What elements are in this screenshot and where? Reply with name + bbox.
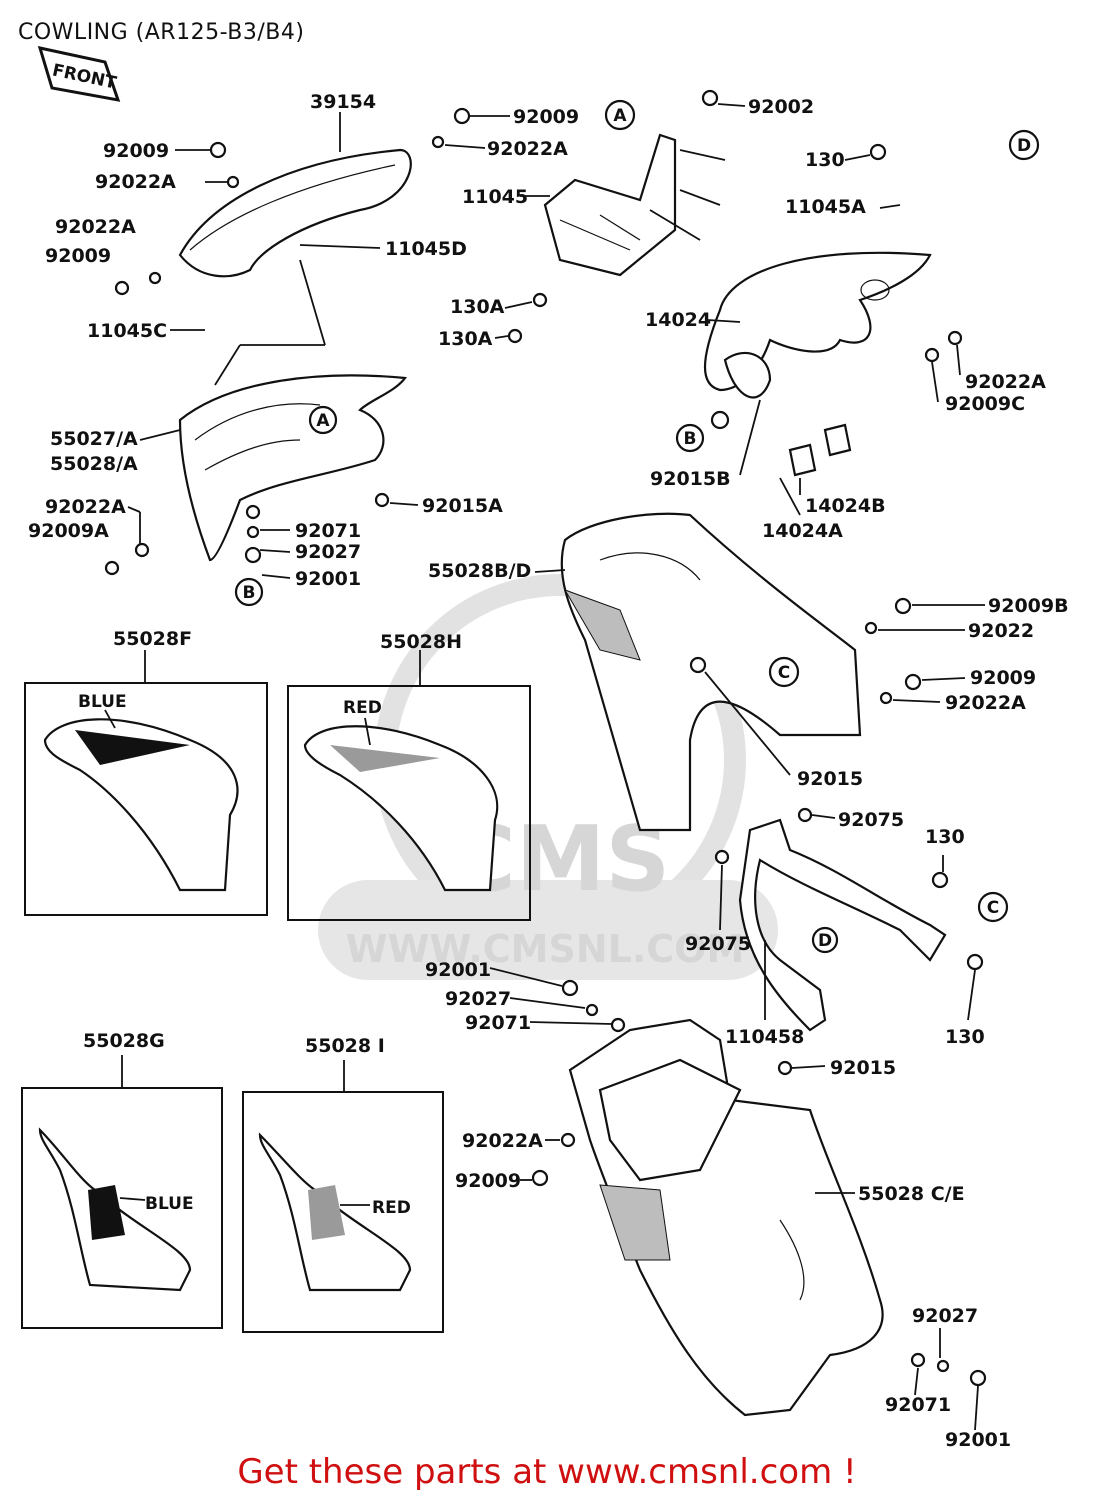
label-92027-c: 92027 <box>912 1305 978 1327</box>
label-130-a: 130 <box>925 826 965 848</box>
label-92022: 92022 <box>968 620 1034 642</box>
label-55027a: 55027/A <box>50 428 138 450</box>
label-92071-a: 92071 <box>295 520 361 542</box>
watermark-url: WWW.CMSNL.COM <box>346 927 745 971</box>
ref-circle-d-low: D <box>811 926 839 954</box>
inset-55028f <box>24 650 268 916</box>
label-55028g: 55028G <box>83 1030 165 1052</box>
label-14024b: 14024B <box>805 495 886 517</box>
label-14024: 14024 <box>645 309 711 331</box>
ref-circle-a-top: A <box>604 99 636 131</box>
label-92075-a: 92075 <box>838 809 904 831</box>
label-55028bd: 55028B/D <box>428 560 531 582</box>
label-92071-c: 92071 <box>885 1394 951 1416</box>
label-11045c: 11045C <box>87 320 167 342</box>
label-red-i: RED <box>372 1198 411 1218</box>
label-92009-top: 92009 <box>513 106 579 128</box>
label-92022a-l3: 92022A <box>45 496 126 518</box>
ref-circle-b-left: B <box>234 577 264 607</box>
meter-cover-pads <box>788 423 852 477</box>
ref-circle-c-low: C <box>977 891 1009 923</box>
svg-text:B: B <box>684 429 697 449</box>
label-55028i: 55028 I <box>305 1035 385 1057</box>
label-92071-b: 92071 <box>465 1012 531 1034</box>
label-92009-b: 92009 <box>455 1170 521 1192</box>
svg-text:B: B <box>243 583 256 603</box>
bracket-stays <box>649 149 726 241</box>
label-92022a-l2: 92022A <box>55 216 136 238</box>
label-92009-left: 92009 <box>103 140 169 162</box>
label-92009-l2: 92009 <box>45 245 111 267</box>
label-55028a: 55028/A <box>50 453 138 475</box>
svg-text:C: C <box>987 898 999 918</box>
svg-text:A: A <box>613 106 627 126</box>
label-11045d: 11045D <box>385 238 467 260</box>
label-92001-c: 92001 <box>945 1429 1011 1451</box>
label-92001-b: 92001 <box>425 959 491 981</box>
label-92022a-top: 92022A <box>487 138 568 160</box>
label-92009a: 92009A <box>28 520 109 542</box>
label-blue-f: BLUE <box>78 692 127 712</box>
label-55028h: 55028H <box>380 631 462 653</box>
side-cowling-part <box>560 512 862 832</box>
label-55028ce: 55028 C/E <box>858 1183 965 1205</box>
inset-55028i <box>242 1060 444 1333</box>
label-130a-2: 130A <box>438 328 493 350</box>
label-92015: 92015 <box>797 768 863 790</box>
windshield-part <box>178 148 412 278</box>
label-11045a: 11045A <box>785 196 866 218</box>
ref-circle-a-mid: A <box>308 405 338 435</box>
label-92022a-b: 92022A <box>462 1130 543 1152</box>
label-130-b: 130 <box>945 1026 985 1048</box>
label-130a-1: 130A <box>450 296 505 318</box>
label-92022a-r: 92022A <box>965 371 1046 393</box>
label-92022a-r2: 92022A <box>945 692 1026 714</box>
label-blue-g: BLUE <box>145 1194 194 1214</box>
label-55028f: 55028F <box>113 628 192 650</box>
label-130-d: 130 <box>805 149 845 171</box>
label-red-h: RED <box>343 698 382 718</box>
meter-cover-part <box>703 251 932 399</box>
svg-text:D: D <box>818 931 832 951</box>
inner-cowling-bracket-part <box>738 818 947 1032</box>
label-14024a: 14024A <box>762 520 843 542</box>
label-11045: 11045 <box>462 186 528 208</box>
label-92027-b: 92027 <box>445 988 511 1010</box>
label-92075-b: 92075 <box>685 933 751 955</box>
diagram-title: COWLING (AR125-B3/B4) <box>18 20 305 45</box>
front-arrow-icon: FRONT <box>37 45 121 102</box>
leader-lines <box>104 103 985 1431</box>
footer-promo-text: Get these parts at www.cmsnl.com ! <box>237 1452 857 1492</box>
svg-text:C: C <box>778 663 790 683</box>
svg-text:A: A <box>316 411 330 431</box>
label-92009c: 92009C <box>945 393 1025 415</box>
lower-cowling-part <box>568 1018 884 1417</box>
stay-bracket-part <box>543 133 677 277</box>
label-92009b: 92009B <box>988 595 1069 617</box>
part-labels: 39154 92009 92022A 92002 130 11045A 9200… <box>28 91 1069 1451</box>
svg-text:D: D <box>1017 136 1031 156</box>
inset-55028h <box>287 650 531 921</box>
ref-circle-d-top: D <box>1008 129 1040 161</box>
ref-circle-b-right: B <box>675 423 705 453</box>
label-92027-a: 92027 <box>295 541 361 563</box>
upper-cowling-part <box>178 374 408 562</box>
inset-55028g <box>21 1055 223 1329</box>
label-110458: 110458 <box>725 1026 804 1048</box>
label-92015-b: 92015 <box>830 1057 896 1079</box>
label-92009-r2: 92009 <box>970 667 1036 689</box>
ref-circle-c-mid: C <box>768 656 800 688</box>
label-92002: 92002 <box>748 96 814 118</box>
hardware-icons <box>104 89 987 1387</box>
label-92022a-left: 92022A <box>95 171 176 193</box>
label-92001-a: 92001 <box>295 568 361 590</box>
label-92015a: 92015A <box>422 495 503 517</box>
label-39154: 39154 <box>310 91 376 113</box>
label-92015b: 92015B <box>650 468 731 490</box>
